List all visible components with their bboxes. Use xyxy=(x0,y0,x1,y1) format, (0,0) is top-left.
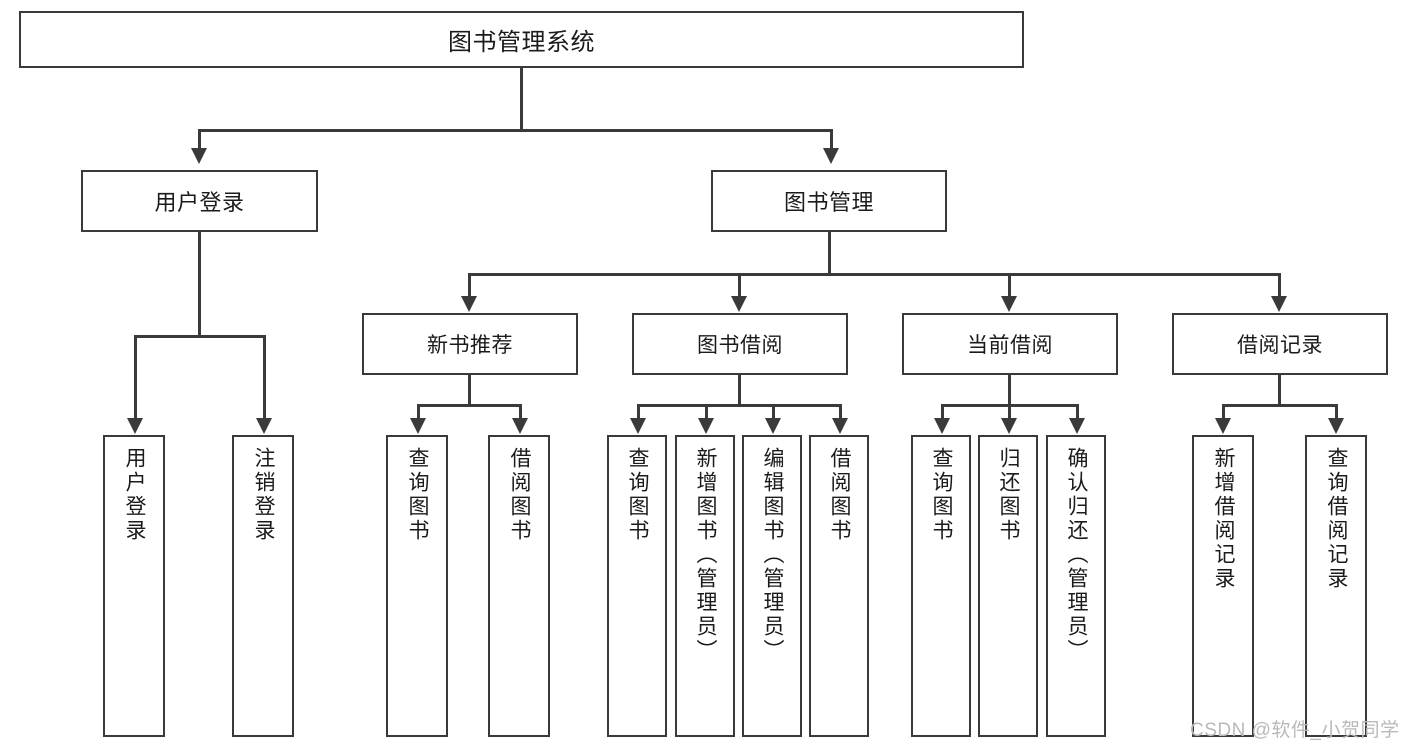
connector-book-manage-leg-1 xyxy=(468,273,471,297)
connector-book-borrow-leg-1 xyxy=(637,404,640,419)
node-user-login[interactable]: 用户登录 xyxy=(81,170,318,232)
connector-root-bus xyxy=(198,129,832,132)
arrow-to-leaf-user-login xyxy=(127,418,143,434)
node-new-book-recommend[interactable]: 新书推荐 xyxy=(362,313,578,375)
arrow-to-current-borrow xyxy=(1001,296,1017,312)
arrow-to-leaf-cb-confirm xyxy=(1069,418,1085,434)
leaf-br-query-record[interactable]: 查询借阅记录 xyxy=(1305,435,1367,737)
leaf-nb-query-book[interactable]: 查询图书 xyxy=(386,435,448,737)
connector-borrow-record-stem xyxy=(1278,375,1281,406)
node-label: 注销登录 xyxy=(252,447,276,543)
connector-book-manage-leg-3 xyxy=(1008,273,1011,297)
connector-borrow-record-bus xyxy=(1222,404,1337,407)
connector-user-login-leg-1 xyxy=(134,335,137,419)
node-label: 新增图书（管理员） xyxy=(694,447,718,663)
leaf-nb-borrow-book[interactable]: 借阅图书 xyxy=(488,435,550,737)
leaf-user-login[interactable]: 用户登录 xyxy=(103,435,165,737)
leaf-bb-borrow-book[interactable]: 借阅图书 xyxy=(809,435,869,737)
node-borrow-record[interactable]: 借阅记录 xyxy=(1172,313,1388,375)
connector-user-login-bus xyxy=(134,335,265,338)
node-label: 借阅图书 xyxy=(828,447,852,543)
node-current-borrow[interactable]: 当前借阅 xyxy=(902,313,1118,375)
arrow-to-user-login xyxy=(191,148,207,164)
node-label: 确认归还（管理员） xyxy=(1065,447,1089,663)
connector-book-borrow-bus xyxy=(637,404,841,407)
node-label: 当前借阅 xyxy=(967,334,1053,357)
node-label: 用户登录 xyxy=(154,190,245,215)
connector-current-borrow-leg-3 xyxy=(1076,404,1079,419)
connector-root-stem xyxy=(520,68,523,130)
node-label: 借阅记录 xyxy=(1237,334,1323,357)
connector-current-borrow-leg-2 xyxy=(1008,404,1011,419)
arrow-to-leaf-bb-query xyxy=(630,418,646,434)
connector-user-login-leg-2 xyxy=(263,335,266,419)
connector-new-book-stem xyxy=(468,375,471,406)
connector-book-manage-stem xyxy=(828,232,831,275)
arrow-to-leaf-bb-add xyxy=(698,418,714,434)
node-label: 查询图书 xyxy=(626,447,650,543)
node-label: 查询借阅记录 xyxy=(1325,447,1349,591)
connector-new-book-leg-1 xyxy=(417,404,420,419)
connector-user-login-stem xyxy=(198,232,201,336)
node-label: 查询图书 xyxy=(406,447,430,543)
leaf-cb-query-book[interactable]: 查询图书 xyxy=(911,435,971,737)
arrow-to-leaf-cb-query xyxy=(934,418,950,434)
node-label: 新书推荐 xyxy=(427,334,513,357)
leaf-cb-confirm-return[interactable]: 确认归还（管理员） xyxy=(1046,435,1106,737)
node-label: 查询图书 xyxy=(930,447,954,543)
leaf-bb-edit-book[interactable]: 编辑图书（管理员） xyxy=(742,435,802,737)
connector-book-borrow-leg-4 xyxy=(839,404,842,419)
connector-book-borrow-leg-2 xyxy=(705,404,708,419)
arrow-to-leaf-br-add xyxy=(1215,418,1231,434)
node-label: 借阅图书 xyxy=(508,447,532,543)
connector-current-borrow-leg-1 xyxy=(941,404,944,419)
arrow-to-leaf-bb-borrow xyxy=(832,418,848,434)
connector-root-leg-right xyxy=(830,129,833,149)
arrow-to-leaf-br-query xyxy=(1328,418,1344,434)
arrow-to-book-borrow xyxy=(731,296,747,312)
connector-book-manage-bus xyxy=(468,273,1280,276)
node-label: 归还图书 xyxy=(997,447,1021,543)
leaf-bb-add-book[interactable]: 新增图书（管理员） xyxy=(675,435,735,737)
node-label: 用户登录 xyxy=(123,447,147,543)
arrow-to-new-book-recommend xyxy=(461,296,477,312)
connector-book-borrow-leg-3 xyxy=(772,404,775,419)
connector-new-book-leg-2 xyxy=(519,404,522,419)
node-label: 图书借阅 xyxy=(697,334,783,357)
node-root-system[interactable]: 图书管理系统 xyxy=(19,11,1024,68)
leaf-br-add-record[interactable]: 新增借阅记录 xyxy=(1192,435,1254,737)
node-book-borrow[interactable]: 图书借阅 xyxy=(632,313,848,375)
arrow-to-leaf-cb-return xyxy=(1001,418,1017,434)
node-label: 图书管理 xyxy=(783,190,874,215)
connector-book-manage-leg-4 xyxy=(1278,273,1281,297)
arrow-to-leaf-bb-edit xyxy=(765,418,781,434)
connector-borrow-record-leg-2 xyxy=(1335,404,1338,419)
connector-borrow-record-leg-1 xyxy=(1222,404,1225,419)
node-label: 编辑图书（管理员） xyxy=(761,447,785,663)
arrow-to-leaf-nb-query xyxy=(410,418,426,434)
node-book-manage[interactable]: 图书管理 xyxy=(711,170,947,232)
leaf-cb-return-book[interactable]: 归还图书 xyxy=(978,435,1038,737)
arrow-to-leaf-logout xyxy=(256,418,272,434)
connector-current-borrow-stem xyxy=(1008,375,1011,406)
node-label: 新增借阅记录 xyxy=(1212,447,1236,591)
arrow-to-borrow-record xyxy=(1271,296,1287,312)
leaf-logout[interactable]: 注销登录 xyxy=(232,435,294,737)
connector-book-borrow-stem xyxy=(738,375,741,406)
node-label: 图书管理系统 xyxy=(448,29,595,56)
connector-book-manage-leg-2 xyxy=(738,273,741,297)
connector-root-leg-left xyxy=(198,129,201,149)
leaf-bb-query-book[interactable]: 查询图书 xyxy=(607,435,667,737)
arrow-to-book-manage xyxy=(823,148,839,164)
connector-new-book-bus xyxy=(417,404,521,407)
arrow-to-leaf-nb-borrow xyxy=(512,418,528,434)
